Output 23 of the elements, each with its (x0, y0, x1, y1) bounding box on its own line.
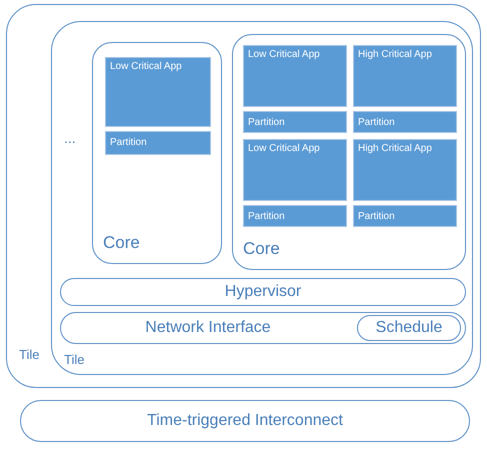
tile-label: Tile (64, 352, 84, 367)
partition-block: Partition (243, 205, 347, 227)
application-block: Low Critical App (243, 139, 347, 201)
schedule-pill: Schedule (357, 315, 461, 341)
layer-bar: Network Interface Schedule (60, 312, 466, 344)
core-label: Core (243, 239, 280, 259)
core-label: Core (103, 233, 140, 253)
tile-container (6, 4, 481, 388)
partition-block: Partition (353, 111, 457, 133)
application-block: High Critical App (353, 139, 457, 201)
partition-block: Partition (243, 111, 347, 133)
tile-label: Tile (19, 347, 40, 362)
core-container (232, 34, 466, 270)
layer-bar: Time-triggered Interconnect (20, 400, 470, 442)
application-block: High Critical App (353, 45, 457, 107)
core-container (92, 42, 222, 264)
application-block: Low Critical App (105, 57, 211, 127)
partition-block: Partition (353, 205, 457, 227)
layer-bar: Hypervisor (60, 278, 466, 306)
partition-block: Partition (105, 131, 211, 155)
ellipsis-label: ... (64, 130, 76, 146)
tile-container (51, 21, 473, 375)
application-block: Low Critical App (243, 45, 347, 107)
